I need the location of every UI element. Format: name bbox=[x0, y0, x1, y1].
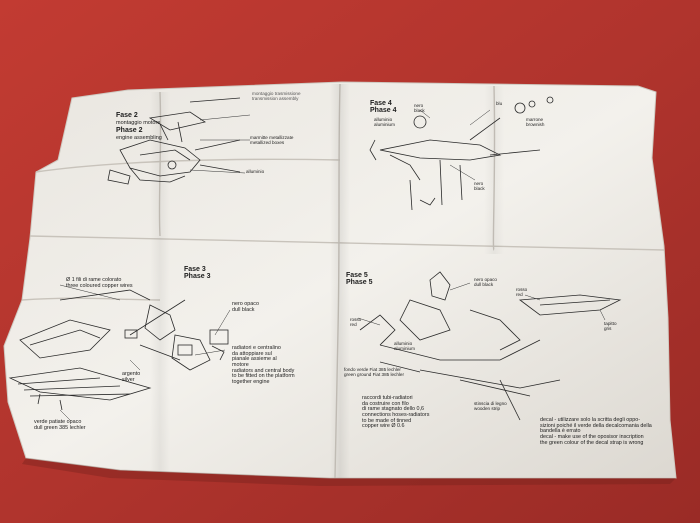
p5-callout-grey: tapitto gris bbox=[604, 321, 617, 332]
p5-callout-alu: alluminio aluminium bbox=[394, 341, 415, 352]
p3-rad-en1: radiators and central body bbox=[232, 367, 295, 374]
p4-callout-blue: blu bbox=[496, 101, 503, 107]
p5-rosso2: rosso bbox=[516, 287, 528, 292]
p3-rad-it4: motore bbox=[232, 362, 249, 369]
phase4-title-en: Phase 4 bbox=[370, 107, 397, 115]
p5-conn-en3: copper wire Ø 0.6 bbox=[362, 423, 405, 430]
p3-silver-en: silver bbox=[122, 376, 135, 383]
p2-callout-bottom: alluminio bbox=[246, 169, 265, 175]
p5-nero-it: nero opaco bbox=[474, 277, 497, 282]
p5-conn-it2: da costruire con filo bbox=[362, 400, 409, 407]
p2-right-it: marmitte metallizzate bbox=[250, 135, 294, 140]
p5-decal-en2: the green colour of the decal strap is w… bbox=[540, 439, 644, 446]
p3-green-it: verde patiate opaco bbox=[34, 419, 82, 425]
p3-callout-silver: argento silver bbox=[122, 371, 141, 383]
p5-decal-it2: sizioni poiché il verde della decalcoman… bbox=[540, 422, 652, 429]
p3-rad-en3: together engine bbox=[232, 379, 270, 386]
phase3-platform-drawing bbox=[8, 289, 229, 411]
p3-callout-black: nero opaco dull black bbox=[232, 301, 259, 313]
p3-wire-it: Ø 1 fili di rame colorato bbox=[66, 277, 122, 283]
phase2-subtitle-it: montaggio motore bbox=[116, 120, 161, 127]
p2-top-en: transmission assembly bbox=[252, 95, 299, 101]
p5-alu: alluminio bbox=[394, 341, 413, 346]
p5-conn-it3: di rame stagnato dello 0,6 bbox=[362, 406, 425, 413]
p5-decal-en1: decal - make use of the oposisor inscrip… bbox=[540, 434, 644, 441]
p2-right-en: metallized boxes bbox=[250, 139, 285, 145]
p5-conn-en1: connections hoses-radiators bbox=[362, 412, 430, 419]
p4-callout-black2: nero black bbox=[474, 181, 485, 192]
p5-callout-floor: fondo verde Fiat 385 lechler green groun… bbox=[344, 367, 405, 378]
p3-rad-it2: da attoppiare sul bbox=[232, 350, 272, 357]
p5-conn-it1: raccordi tubi-radiatori bbox=[362, 395, 413, 401]
p4-blue: blu bbox=[496, 101, 503, 106]
p5-red2: red bbox=[516, 291, 523, 297]
p4-brown-en: brownish bbox=[526, 121, 545, 127]
p5-red: red bbox=[350, 321, 357, 327]
p3-green-en: dull green 385 lechler bbox=[34, 424, 86, 431]
p5-callout-black: nero opaco dull black bbox=[474, 277, 497, 288]
p5-wood-en: wooden strip bbox=[474, 405, 501, 411]
p5-rosso: rosso bbox=[350, 317, 362, 322]
p5-conn-en2: to be made of tinned bbox=[362, 417, 412, 424]
p5-callout-decal: decal - utilizzare solo la scritta degli… bbox=[540, 417, 652, 446]
p3-black-en: dull black bbox=[232, 306, 255, 313]
p4-black2: black bbox=[474, 185, 485, 191]
p4-callout-brown: marrone brownish bbox=[526, 117, 545, 128]
p5-floor-it: fondo verde Fiat 385 lechler bbox=[344, 367, 401, 372]
p3-rad-en2: to be fitted on the platform bbox=[232, 373, 295, 380]
p5-callout-wood: stinscia di legno wooden strip bbox=[474, 401, 507, 412]
p3-black-it: nero opaco bbox=[232, 301, 259, 307]
phase5-title: Fase 5 Phase 5 bbox=[346, 272, 372, 287]
p5-decal-it1: decal - utilizzare solo la scritta degli… bbox=[540, 417, 641, 423]
p4-black: black bbox=[414, 107, 425, 113]
phase2-engine-drawing bbox=[107, 97, 241, 185]
p4-nero2: nero bbox=[474, 181, 484, 186]
p5-callout-red: rosso red bbox=[350, 317, 362, 328]
p4-brown: marrone bbox=[526, 117, 544, 122]
p4-alu-en: aluminium bbox=[374, 121, 395, 127]
p5-callout-connections: raccordi tubi-radiatori da costruire con… bbox=[362, 395, 430, 430]
p2-callout-top: montaggio trasmissione transmission asse… bbox=[252, 91, 301, 102]
p4-callout-black: nero black bbox=[414, 103, 425, 114]
phase4-title: Fase 4 Phase 4 bbox=[370, 100, 396, 115]
p5-floor-en: green ground Fiat 385 lechler bbox=[344, 371, 405, 377]
phase5-title-en: Phase 5 bbox=[346, 279, 373, 287]
phase3-title: Fase 3 Phase 3 bbox=[184, 266, 210, 281]
p2-top-it: montaggio trasmissione bbox=[252, 91, 301, 96]
p3-silver-it: argento bbox=[122, 371, 141, 377]
p3-rad-it3: pianale assieme al bbox=[232, 356, 277, 363]
p3-rad-it1: radiatori e centralino bbox=[232, 345, 281, 351]
p2-bottom: alluminio bbox=[246, 169, 265, 174]
p4-alu: alluminio bbox=[374, 117, 393, 122]
p4-nero: nero bbox=[414, 103, 424, 108]
phase3-title-en: Phase 3 bbox=[184, 273, 211, 281]
p4-callout-alu: alluminio aluminium bbox=[374, 117, 395, 128]
p3-callout-green: verde patiate opaco dull green 385 lechl… bbox=[34, 419, 86, 431]
phase5-title-it: Fase 5 bbox=[346, 272, 368, 279]
phase4-suspension-drawing bbox=[369, 96, 554, 211]
p3-wire-en: three coloured copper wires bbox=[66, 282, 133, 289]
p3-callout-wires: Ø 1 fili di rame colorato three coloured… bbox=[66, 277, 133, 289]
p5-nero-en: dull black bbox=[474, 281, 494, 287]
p3-callout-radiators: radiatori e centralino da attoppiare sul… bbox=[232, 345, 295, 386]
p2-callout-right: marmitte metallizzate metallized boxes bbox=[250, 135, 294, 146]
phase2-title: Fase 2 montaggio motore Phase 2 engine a… bbox=[116, 112, 162, 142]
phase5-chassis-drawing bbox=[359, 271, 622, 421]
p5-alu-en: aluminium bbox=[394, 345, 415, 351]
phase2-subtitle-en: engine assembling bbox=[116, 135, 162, 142]
p5-grigio: tapitto bbox=[604, 321, 617, 326]
phase2-title-en: Phase 2 bbox=[116, 127, 143, 135]
p5-callout-red2: rosso red bbox=[516, 287, 528, 298]
callout-leader-lines bbox=[59, 109, 606, 421]
phase3-title-it: Fase 3 bbox=[184, 266, 206, 273]
p5-decal-it3: bandella è errato bbox=[540, 428, 581, 435]
phase2-title-it: Fase 2 bbox=[116, 112, 138, 119]
p5-wood-it: stinscia di legno bbox=[474, 401, 507, 406]
p5-grey: gris bbox=[604, 325, 612, 331]
phase4-title-it: Fase 4 bbox=[370, 100, 392, 107]
